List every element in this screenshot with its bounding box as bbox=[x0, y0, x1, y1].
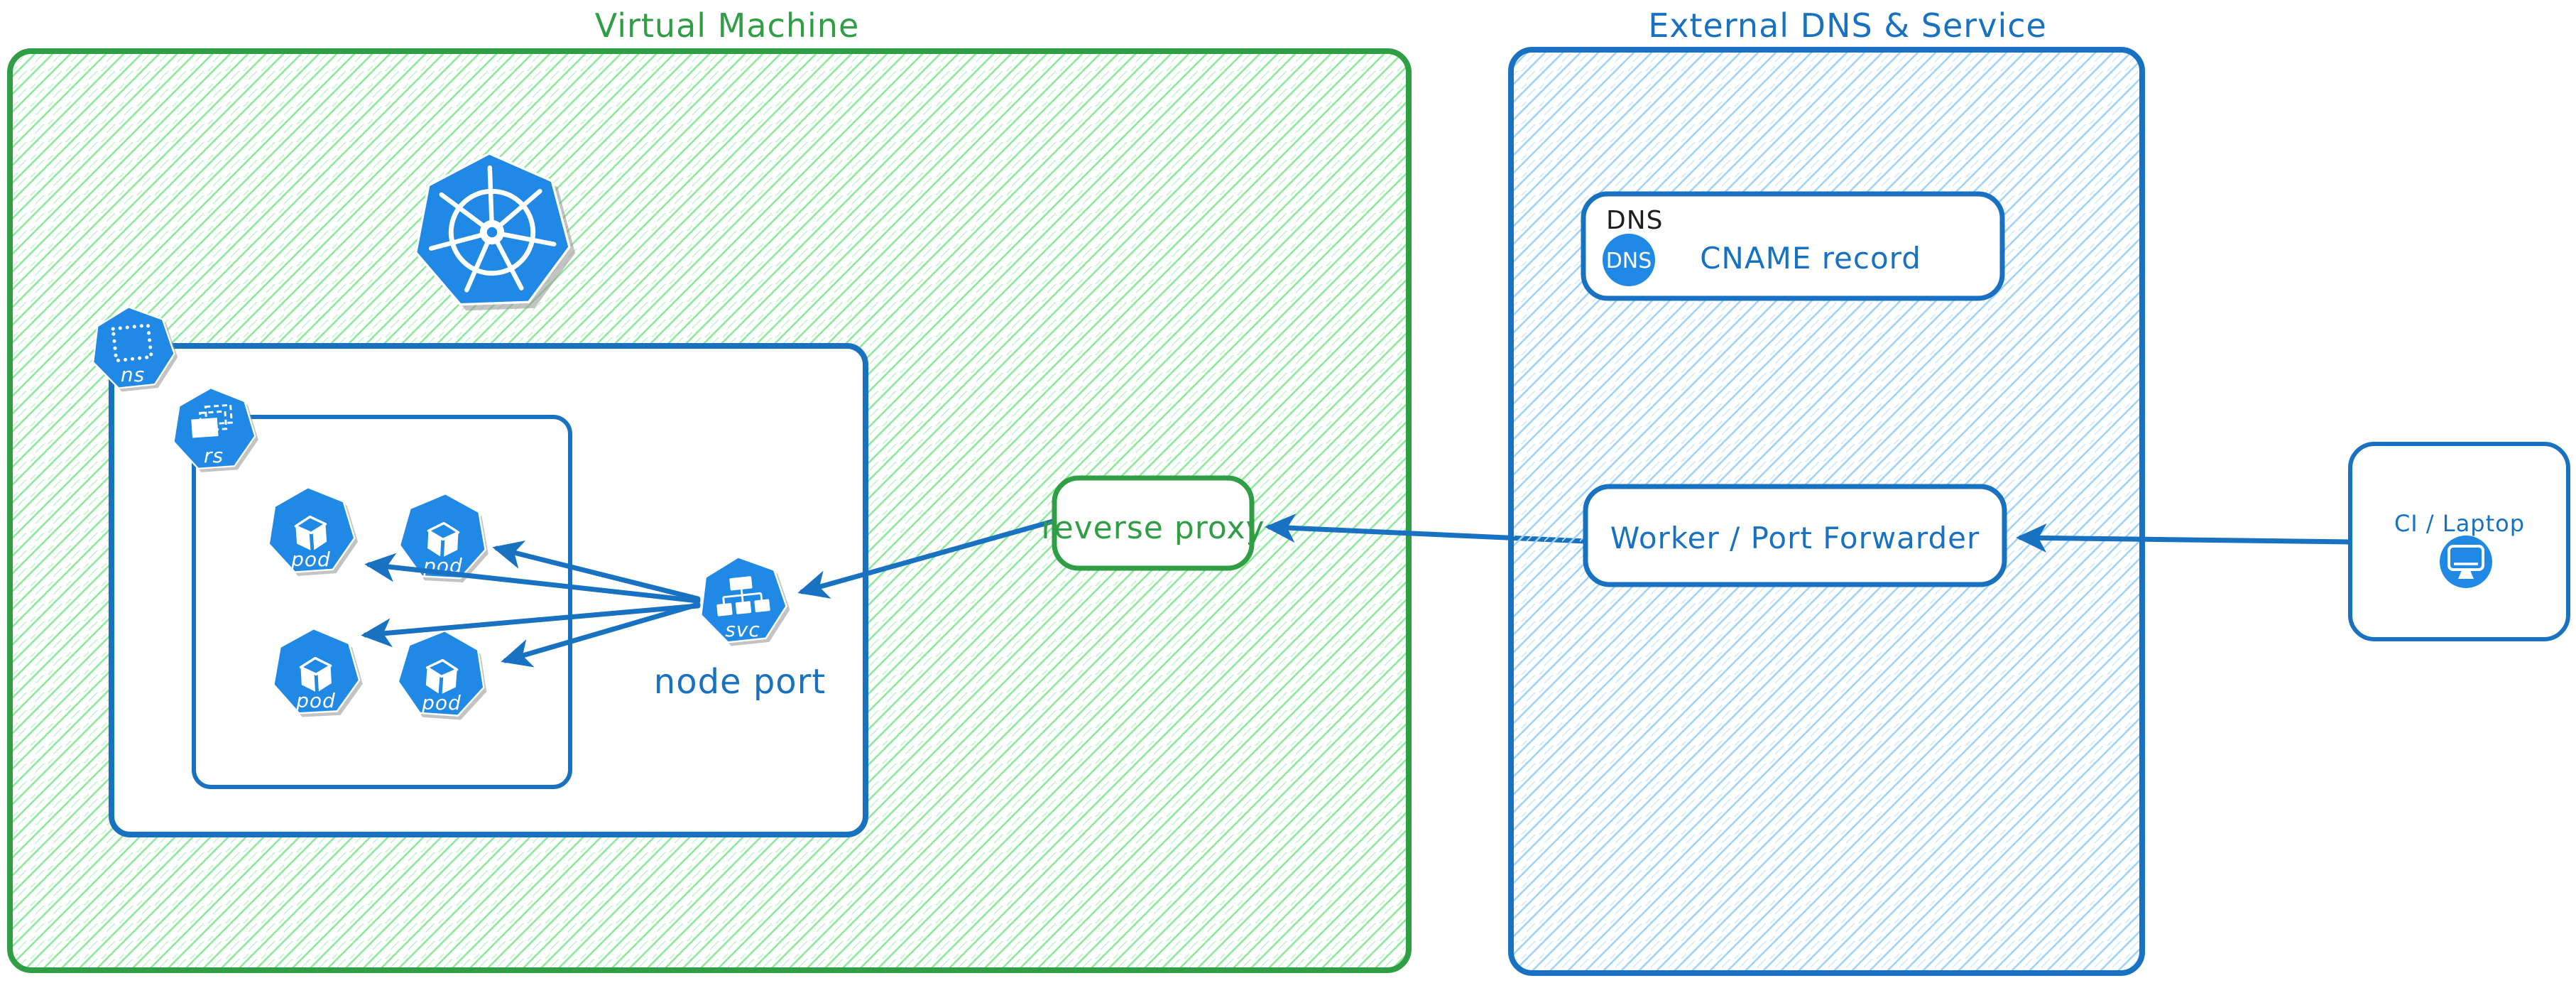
arrow-service-to-pod2 bbox=[492, 540, 701, 602]
arrow-proxy-to-service bbox=[797, 518, 1056, 599]
reverse-proxy-label: reverse proxy bbox=[1041, 510, 1265, 546]
namespace-icon bbox=[88, 303, 181, 394]
worker-card bbox=[1583, 484, 2007, 587]
node-port-label: node port bbox=[654, 662, 826, 702]
dns-icon bbox=[1603, 234, 1655, 286]
vm-title: Virtual Machine bbox=[595, 6, 860, 45]
pod-badge-label: pod bbox=[290, 548, 331, 571]
reverse-proxy-box bbox=[1052, 475, 1255, 571]
pod-badge-label: pod bbox=[295, 689, 336, 712]
pod-icon bbox=[395, 628, 491, 722]
dns-card bbox=[1581, 191, 2005, 301]
arrow-service-to-pod4 bbox=[501, 602, 701, 668]
arrow-service-to-pod3 bbox=[361, 603, 701, 648]
service-icon bbox=[695, 553, 792, 649]
pod-icon bbox=[271, 626, 364, 719]
dns-tag-label: DNS bbox=[1606, 206, 1664, 235]
monitor-icon bbox=[2440, 536, 2492, 588]
client-label: CI / Laptop bbox=[2394, 510, 2525, 537]
pod-icon bbox=[265, 484, 360, 578]
external-title: External DNS & Service bbox=[1648, 6, 2047, 45]
replicaset-icon bbox=[170, 385, 261, 474]
kubernetes-icon bbox=[413, 151, 577, 313]
replicaset-box bbox=[192, 415, 572, 789]
arrow-client-to-worker bbox=[2016, 523, 2352, 553]
dns-icon-label: DNS bbox=[1606, 249, 1652, 273]
service-badge-label: svc bbox=[725, 618, 760, 641]
worker-label: Worker / Port Forwarder bbox=[1610, 521, 1980, 555]
replicaset-badge-label: rs bbox=[204, 444, 224, 467]
cname-record-label: CNAME record bbox=[1700, 241, 1921, 276]
pod-icon bbox=[398, 492, 491, 584]
pod-badge-label: pod bbox=[421, 691, 462, 715]
namespace-badge-label: ns bbox=[121, 363, 145, 386]
arrow-service-to-pod1 bbox=[364, 553, 701, 604]
